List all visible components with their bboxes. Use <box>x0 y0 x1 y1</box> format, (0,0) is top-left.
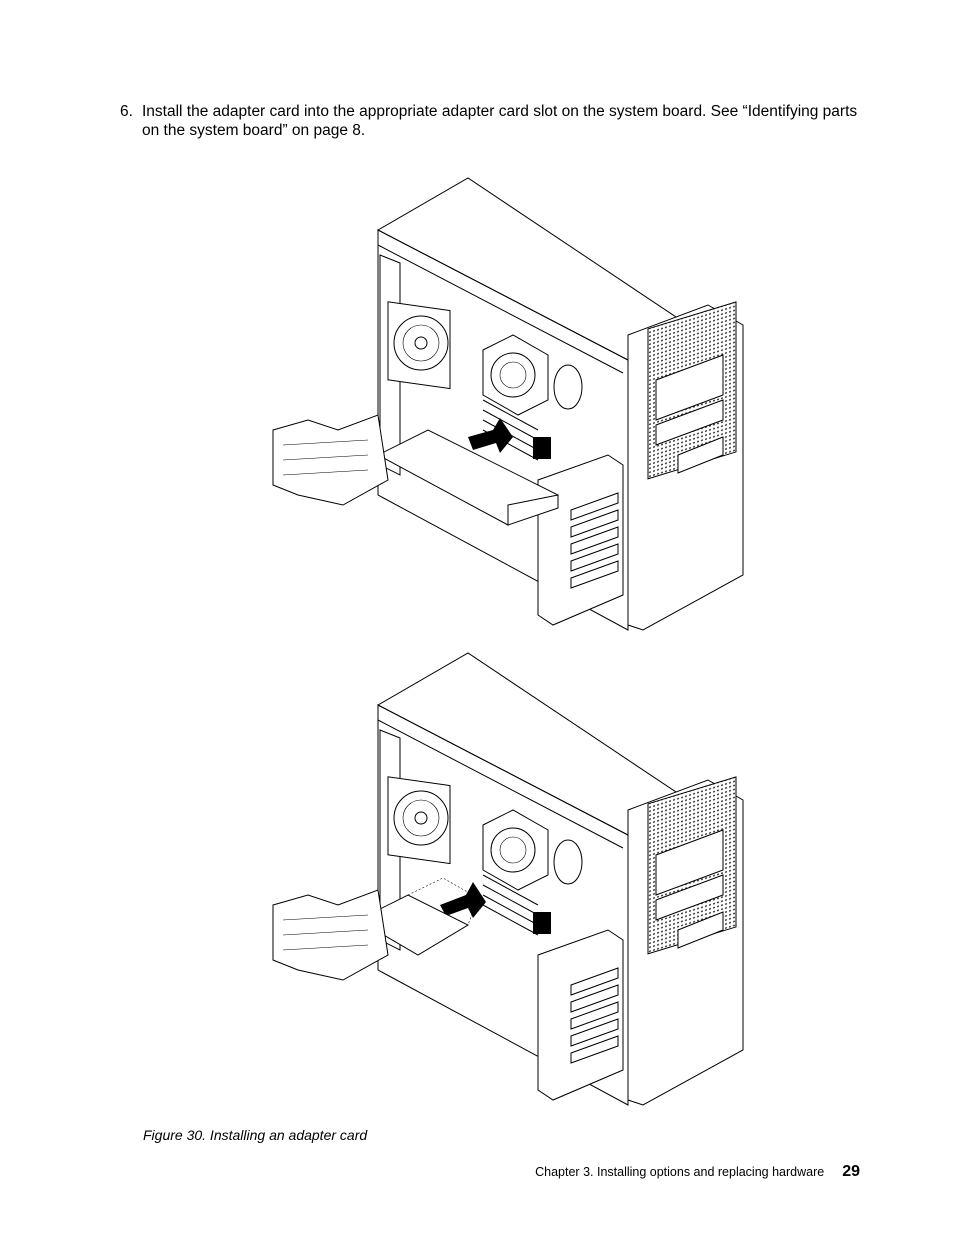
figure-caption: Figure 30. Installing an adapter card <box>143 1127 368 1143</box>
page-number: 29 <box>842 1163 860 1180</box>
chapter-title: Chapter 3. Installing options and replac… <box>535 1165 825 1179</box>
step-text: Install the adapter card into the approp… <box>142 103 858 139</box>
illustration-card-above-slot <box>268 175 748 635</box>
page-footer: Chapter 3. Installing options and replac… <box>535 1163 860 1181</box>
step-number: 6. <box>120 103 133 120</box>
illustration-card-inserted <box>268 650 748 1110</box>
